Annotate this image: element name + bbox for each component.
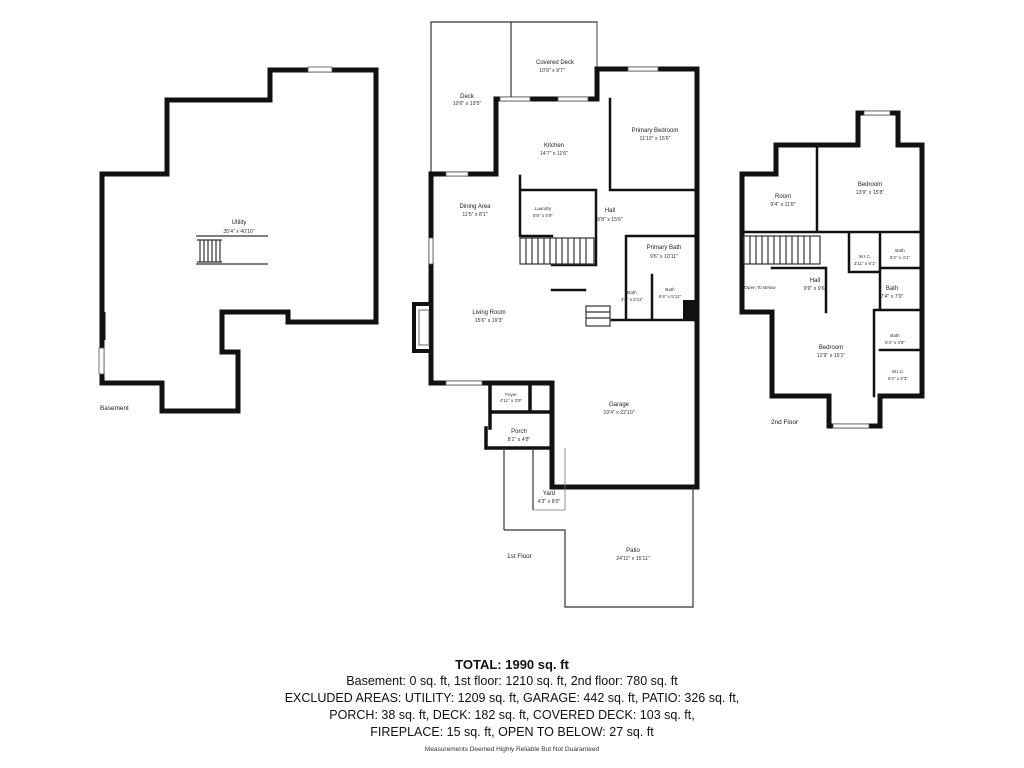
room-name: Room — [775, 194, 791, 200]
room-name: Garage — [609, 402, 630, 408]
room-name: Bedroom — [858, 182, 882, 188]
room-name: Utility — [232, 220, 247, 226]
room-name: Bath — [895, 248, 905, 253]
room-name: Kitchen — [544, 143, 564, 149]
area-summary: TOTAL: 1990 sq. ft Basement: 0 sq. ft, 1… — [0, 656, 1024, 753]
room-dimensions: 6'4" x 5'11" — [659, 294, 682, 299]
floor-label-first: 1st Floor — [507, 553, 533, 560]
room-name: Hall — [810, 278, 820, 284]
room-name: W.I.C. — [859, 254, 872, 259]
room-name: Living Room — [472, 310, 505, 316]
second-floor-outline — [739, 110, 925, 429]
room-dimensions: 9'9" x 9'6" — [804, 286, 827, 292]
room-name: Bedroom — [819, 345, 843, 351]
room-name: Foyer — [505, 392, 517, 397]
room-name: Patio — [626, 548, 640, 554]
room-name: W.I.C. — [892, 369, 905, 374]
room-dimensions: 5'8" x 5'9" — [533, 213, 553, 218]
second-floor-plan: Room 9'4" x 11'8" Bedroom 13'9" x 15'8" … — [739, 110, 925, 429]
second-floor-stairs — [743, 235, 821, 265]
room-dimensions: 4'11" x 3'9" — [500, 398, 523, 403]
room-dimensions: 4'8" x 5'11" — [621, 297, 644, 302]
basement-plan: Utility 35'4" x 40'10" Basement — [98, 66, 379, 414]
column — [683, 300, 697, 320]
window — [863, 110, 891, 116]
room-dimensions: 35'4" x 40'10" — [223, 229, 254, 235]
window — [499, 96, 531, 102]
room-dimensions: 11'5" x 8'1" — [462, 212, 487, 218]
basement-outline — [99, 67, 379, 414]
basement-window — [307, 66, 333, 73]
room-dimensions: 3'11" x 6'1" — [854, 261, 877, 266]
window — [428, 237, 434, 265]
room-name: Hall — [605, 208, 615, 214]
excluded-areas-line: EXCLUDED AREAS: UTILITY: 1209 sq. ft, GA… — [284, 691, 740, 705]
yard-outline — [533, 448, 566, 511]
floor-label-second: 2nd Floor — [771, 419, 799, 426]
first-floor-stairs — [519, 237, 611, 327]
foyer-walls — [484, 381, 554, 450]
window — [832, 423, 870, 429]
basement-window — [98, 347, 105, 375]
room-dimensions: 10'6" x 19'5" — [453, 101, 482, 107]
room-dimensions: 9'6" x 10'11" — [650, 254, 678, 260]
room-dimensions: 6'4" x 5'3" — [888, 376, 908, 381]
floor-label-basement: Basement — [100, 405, 129, 412]
window — [445, 380, 483, 386]
excluded-areas-line: FIREPLACE: 15 sq. ft, OPEN TO BELOW: 27 … — [370, 725, 654, 739]
basement-stairs — [196, 235, 268, 265]
room-name: Bath — [890, 333, 900, 338]
room-name: Bath — [886, 286, 898, 292]
room-dimensions: 14'7" x 11'6" — [540, 151, 568, 157]
room-dimensions: 19'4" x 22'10" — [603, 410, 634, 416]
excluded-areas-line: PORCH: 38 sq. ft, DECK: 182 sq. ft, COVE… — [329, 708, 695, 722]
room-dimensions: 9'4" x 11'8" — [770, 202, 795, 208]
room-name: Dining Area — [459, 204, 491, 210]
window — [445, 171, 469, 177]
window — [627, 66, 659, 72]
room-name: Deck — [460, 94, 475, 100]
room-dimensions: 7'4" x 7'0" — [881, 294, 904, 300]
floor-areas: Basement: 0 sq. ft, 1st floor: 1210 sq. … — [346, 674, 678, 688]
total-area: TOTAL: 1990 sq. ft — [455, 657, 569, 672]
room-name: Primary Bedroom — [632, 128, 679, 134]
room-dimensions: 5'2" x 4'1" — [890, 255, 910, 260]
patio-outline — [504, 487, 694, 608]
room-name: Porch — [511, 429, 527, 435]
room-name: Laundry — [535, 206, 552, 211]
floor-plan-diagram: Utility 35'4" x 40'10" Basement — [98, 21, 925, 608]
second-floor-interior-walls — [740, 143, 924, 398]
room-name: Bath — [627, 290, 637, 295]
room-dimensions: 9'8" x 15'6" — [597, 217, 623, 223]
room-dimensions: 10'9" x 9'7" — [539, 68, 565, 74]
room-dimensions: 8'1" x 4'8" — [508, 437, 531, 443]
window — [557, 96, 589, 102]
room-dimensions: 15'6" x 19'3" — [475, 318, 504, 324]
room-name: Bath — [665, 287, 675, 292]
open-to-below-label: Open To Below — [744, 285, 776, 290]
disclaimer: Measurements Deemed Highly Reliable But … — [424, 746, 600, 753]
room-name: Covered Deck — [536, 60, 575, 66]
first-floor-plan: Covered Deck 10'9" x 9'7" Deck 10'6" x 1… — [412, 21, 700, 608]
room-dimensions: 6'4" x 3'8" — [885, 340, 905, 345]
room-dimensions: 24'11" x 15'11" — [616, 556, 650, 562]
fireplace — [412, 302, 433, 353]
room-dimensions: 13'9" x 15'8" — [856, 190, 885, 196]
first-floor-outline — [428, 66, 700, 490]
room-dimensions: 12'9" x 15'1" — [817, 353, 846, 359]
interior-walls — [518, 97, 699, 322]
room-dimensions: 11'10" x 15'6" — [640, 136, 671, 142]
room-name: Primary Bath — [647, 245, 682, 251]
room-name: Yard — [543, 491, 555, 497]
room-dimensions: 4'3" x 8'0" — [538, 499, 561, 505]
